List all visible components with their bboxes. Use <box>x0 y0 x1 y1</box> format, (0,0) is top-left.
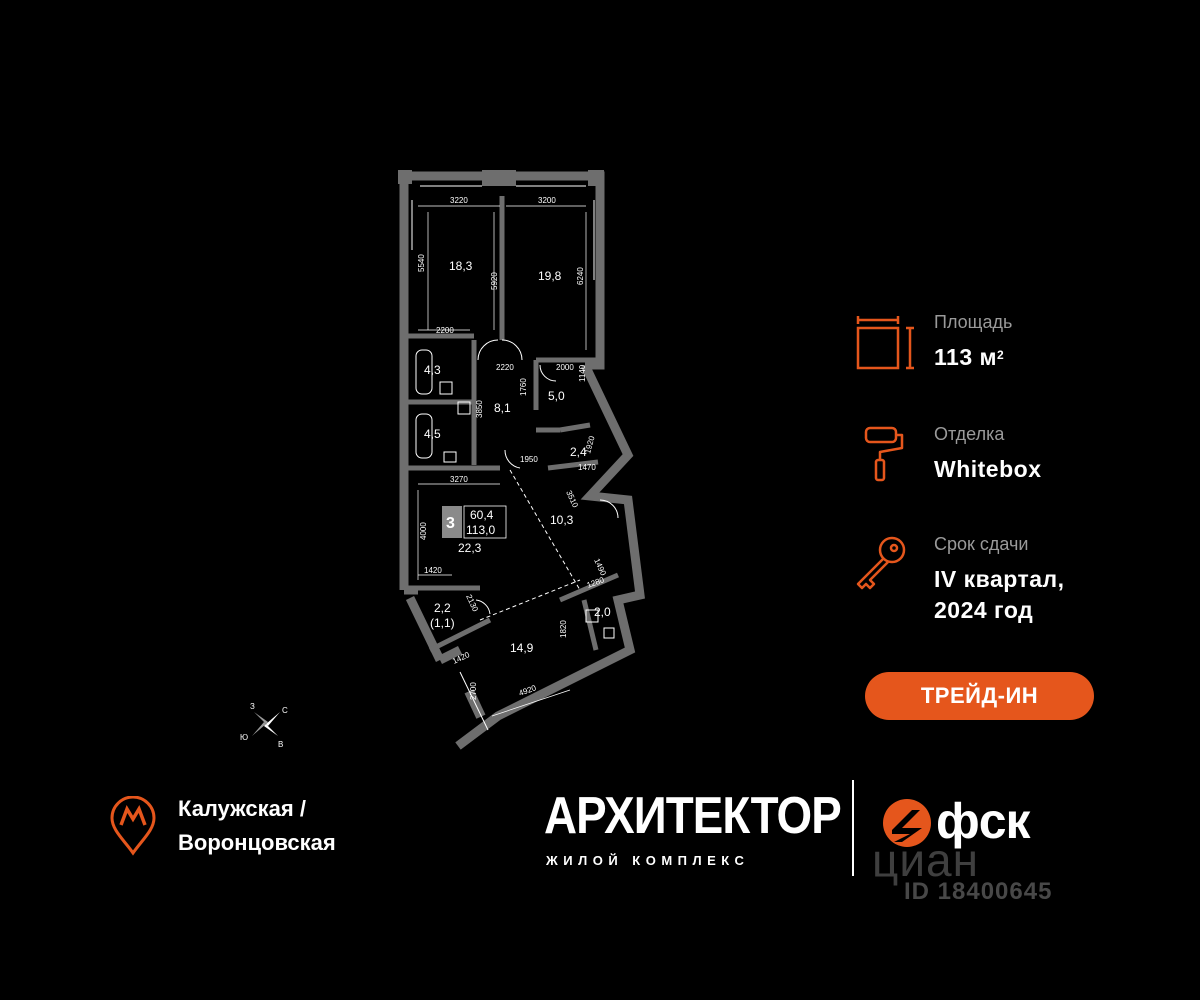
dim-4000: 4000 <box>419 522 428 540</box>
finish-label: Отделка <box>934 424 1005 444</box>
room-label: 2,0 <box>594 605 611 619</box>
compass-south: Ю <box>240 733 248 742</box>
room-label: 22,3 <box>458 541 482 555</box>
plan-interior-walls <box>404 196 619 653</box>
deadline-year: 2024 год <box>934 597 1034 623</box>
compass-arrow-icon <box>266 712 280 726</box>
compass-east: В <box>278 740 283 749</box>
dim-2130: 2130 <box>464 593 480 613</box>
plan-windows <box>398 170 604 719</box>
dim-1420: 1420 <box>424 566 442 575</box>
fsk-logo-icon <box>883 799 931 847</box>
paint-roller-icon <box>864 426 904 482</box>
area-value: 113 м2 <box>934 344 1005 370</box>
apartment-summary: 3 60,4 113,0 <box>442 505 507 539</box>
summary-total: 113,0 <box>466 523 495 537</box>
dim-1280: 1280 <box>586 575 606 590</box>
area-icon <box>856 316 914 370</box>
key-icon <box>856 536 906 590</box>
plan-doors <box>475 339 619 615</box>
dim-3200: 3200 <box>538 196 556 205</box>
deadline-value: IV квартал, 2024 год <box>934 564 1065 626</box>
summary-living: 60,4 <box>470 508 494 522</box>
metro-station-2: Воронцовская <box>178 830 336 855</box>
plan-zone-lines <box>479 469 581 621</box>
info-deadline: Срок сдачи IV квартал, 2024 год <box>850 534 1150 624</box>
logo-divider <box>852 780 854 876</box>
dim-2200: 2200 <box>436 326 454 335</box>
compass-west: З <box>250 702 255 711</box>
dim-2000: 2000 <box>556 363 574 372</box>
metro-stations: Калужская / Воронцовская <box>178 792 336 860</box>
compass-north: С <box>282 706 288 715</box>
dim-1950: 1950 <box>520 455 538 464</box>
brand-logo: АРХИТЕКТОР <box>544 787 842 845</box>
watermark-brand: циан <box>872 834 980 886</box>
compass: З С Ю В <box>240 702 288 749</box>
dim-1760: 1760 <box>519 378 528 396</box>
deadline-label: Срок сдачи <box>934 534 1029 554</box>
plan-window-lines <box>411 185 595 731</box>
room-label: 5,0 <box>548 389 565 403</box>
dim-3850: 3850 <box>475 400 484 418</box>
dim-1470: 1470 <box>578 463 596 472</box>
metro-pin-icon <box>110 796 156 856</box>
dim-3220: 3220 <box>450 196 468 205</box>
room-label: 2,4 <box>570 445 587 459</box>
summary-rooms: 3 <box>446 515 455 532</box>
dim-5920: 5920 <box>490 272 499 290</box>
metro-station-1: Калужская / <box>178 796 306 821</box>
dim-1140: 1140 <box>578 364 587 382</box>
room-label: 2,2 <box>434 601 451 615</box>
plan-fixtures <box>415 349 615 639</box>
plan-room-labels: 18,3 19,8 4,3 4,5 8,1 5,0 2,4 10,3 22,3 … <box>424 259 611 655</box>
room-label: 4,5 <box>424 427 441 441</box>
dim-6240: 6240 <box>576 267 585 285</box>
room-label: (1,1) <box>430 616 455 630</box>
trade-in-button[interactable]: ТРЕЙД-ИН <box>865 672 1094 720</box>
dim-3270: 3270 <box>450 475 468 484</box>
dim-1490: 1490 <box>592 557 608 577</box>
brand-subtitle: ЖИЛОЙ КОМПЛЕКС <box>546 853 750 868</box>
finish-value: Whitebox <box>934 456 1042 482</box>
dim-5540: 5540 <box>417 254 426 272</box>
room-label: 4,3 <box>424 363 441 377</box>
room-label: 10,3 <box>550 513 574 527</box>
room-label: 19,8 <box>538 269 562 283</box>
room-label: 8,1 <box>494 401 511 415</box>
dim-1820: 1820 <box>559 620 568 638</box>
room-label: 14,9 <box>510 641 534 655</box>
developer-logo: фск <box>936 793 1031 849</box>
dim-2220: 2220 <box>496 363 514 372</box>
area-label: Площадь <box>934 312 1013 332</box>
info-finish: Отделка Whitebox <box>850 424 1150 486</box>
deadline-quarter: IV квартал, <box>934 566 1065 592</box>
room-label: 18,3 <box>449 259 473 273</box>
dim-3510: 3510 <box>564 489 580 509</box>
watermark-id: ID 18400645 <box>904 878 1053 905</box>
info-area: Площадь 113 м2 <box>850 312 1150 374</box>
plan-dimension-lines <box>417 205 587 717</box>
dim-2700: 2700 <box>469 682 478 700</box>
